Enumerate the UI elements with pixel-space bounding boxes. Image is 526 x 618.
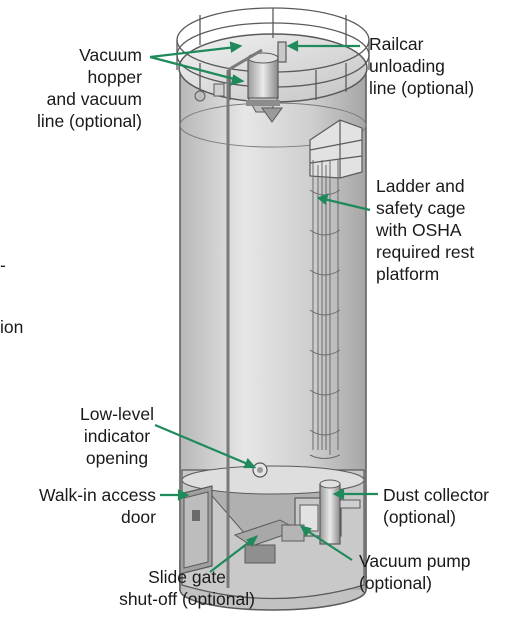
- access-door: [179, 485, 213, 575]
- low-level-indicator: [252, 462, 268, 478]
- leader-lines: [149, 40, 378, 573]
- label-access-door: Walk-in access door: [38, 485, 156, 527]
- vacuum-hopper: [194, 52, 283, 123]
- label-low-level-indicator: Low-level indicator opening: [80, 404, 154, 468]
- vacuum-line: [226, 48, 263, 588]
- rest-platform: [309, 119, 363, 179]
- label-railcar-unloading: Railcar unloading line (optional): [369, 34, 475, 98]
- ladder-cage: [309, 160, 341, 459]
- label-slide-gate: Slide gate shut-off (optional): [119, 567, 255, 609]
- label-cut-left-2: ion: [0, 317, 24, 337]
- label-vacuum-pump: Vacuum pump (optional): [359, 551, 471, 593]
- label-vacuum-hopper: Vacuum: [79, 45, 142, 65]
- pump-equipment: [281, 479, 361, 545]
- label-vacuum-hopper-rest: hopper and vacuum line (optional): [36, 67, 142, 131]
- railcar-pipe: [277, 41, 287, 63]
- label-ladder-cage: Ladder and safety cage with OSHA require…: [376, 176, 475, 284]
- label-cut-left-1: -: [0, 255, 6, 275]
- label-dust-collector: Dust collector (optional): [383, 485, 490, 527]
